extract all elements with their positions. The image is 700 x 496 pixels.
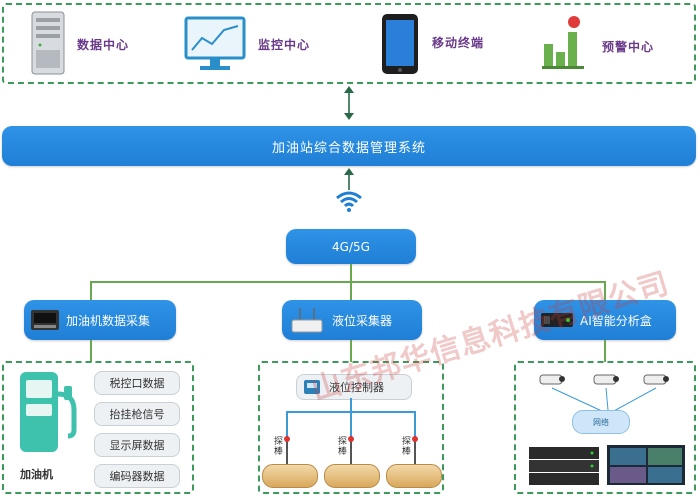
network-cloud: 网络 (572, 410, 630, 434)
data-center-label: 数据中心 (77, 38, 130, 52)
level-panel (258, 361, 444, 494)
tree-branch-right (604, 281, 606, 300)
tree-branch-mid (350, 281, 352, 300)
branch-ai-box[interactable]: AI智能分析盒 (534, 300, 676, 340)
controller-device-icon (304, 380, 320, 394)
tree-horizontal (90, 281, 606, 283)
network-links (551, 387, 657, 413)
data-center[interactable]: 数据中心 (22, 10, 162, 78)
bar-alert-icon (542, 16, 584, 69)
server-icon (31, 11, 65, 75)
fuel-item-nozzle-signal: 抬挂枪信号 (94, 402, 180, 426)
tree-branch-left (90, 281, 92, 300)
system-bar-label: 加油站综合数据管理系统 (271, 140, 426, 156)
level-drop-1 (286, 411, 288, 439)
double-arrow-icon (344, 86, 354, 120)
fuel-dispenser-label: 加油机 (20, 468, 53, 481)
router-icon (291, 308, 323, 333)
branch-fuel-data[interactable]: 加油机数据采集 (24, 300, 176, 340)
probe-label-1: 探棒 (274, 437, 284, 457)
level-drop-3 (414, 411, 416, 439)
network-cloud-label: 网络 (593, 417, 609, 427)
ai-panel (514, 361, 696, 494)
mobile-terminal-label: 移动终端 (432, 36, 485, 50)
monitor-center[interactable]: 监控中心 (180, 12, 330, 78)
tree-stem (350, 264, 352, 282)
level-drop-2 (350, 411, 352, 439)
fuel-dispenser-panel (2, 361, 194, 494)
network-box: 4G/5G (286, 229, 416, 264)
mobile-terminal[interactable]: 移动终端 (378, 10, 528, 78)
up-arrow-icon (344, 168, 354, 190)
network-label: 4G/5G (332, 239, 370, 254)
branch-level-collector[interactable]: 液位采集器 (282, 300, 422, 340)
top-centers-frame (2, 3, 696, 84)
monitor-center-label: 监控中心 (258, 38, 311, 52)
branch-level-collector-label: 液位采集器 (332, 313, 393, 328)
drop-right (604, 340, 606, 362)
tablet-icon (382, 14, 418, 74)
wifi-icon (336, 191, 362, 212)
camera-icon (643, 374, 669, 385)
alert-center-label: 预警中心 (602, 40, 655, 54)
drop-left (90, 340, 92, 362)
branch-fuel-data-label: 加油机数据采集 (66, 313, 151, 328)
monitor-chart-icon (184, 16, 246, 70)
probe-label-3: 探棒 (402, 437, 412, 457)
controller-box-icon (31, 310, 59, 330)
oil-tank (386, 464, 442, 488)
branch-ai-box-label: AI智能分析盒 (580, 313, 652, 328)
fuel-item-display-data: 显示屏数据 (94, 433, 180, 457)
fuel-item-tax-port: 税控口数据 (94, 371, 180, 395)
probe-label-2: 探棒 (338, 437, 348, 457)
alert-center[interactable]: 预警中心 (536, 12, 676, 78)
oil-tank (262, 464, 318, 488)
level-stem (350, 398, 352, 412)
probe-icon (284, 436, 290, 466)
system-bar: 加油站综合数据管理系统 (2, 126, 696, 166)
oil-tank (324, 464, 380, 488)
level-controller-label: 液位控制器 (329, 381, 384, 394)
ai-box-icon (541, 313, 573, 327)
camera-icon (593, 374, 619, 385)
server-rack-icon (529, 447, 599, 485)
camera-icon (539, 374, 565, 385)
fuel-pump-icon (20, 372, 77, 452)
probe-icon (348, 436, 354, 466)
fuel-item-encoder-data: 编码器数据 (94, 464, 180, 488)
probe-icon (412, 436, 418, 466)
drop-mid (350, 340, 352, 362)
level-controller[interactable]: 液位控制器 (296, 374, 412, 400)
monitor-wall-icon (607, 445, 685, 485)
